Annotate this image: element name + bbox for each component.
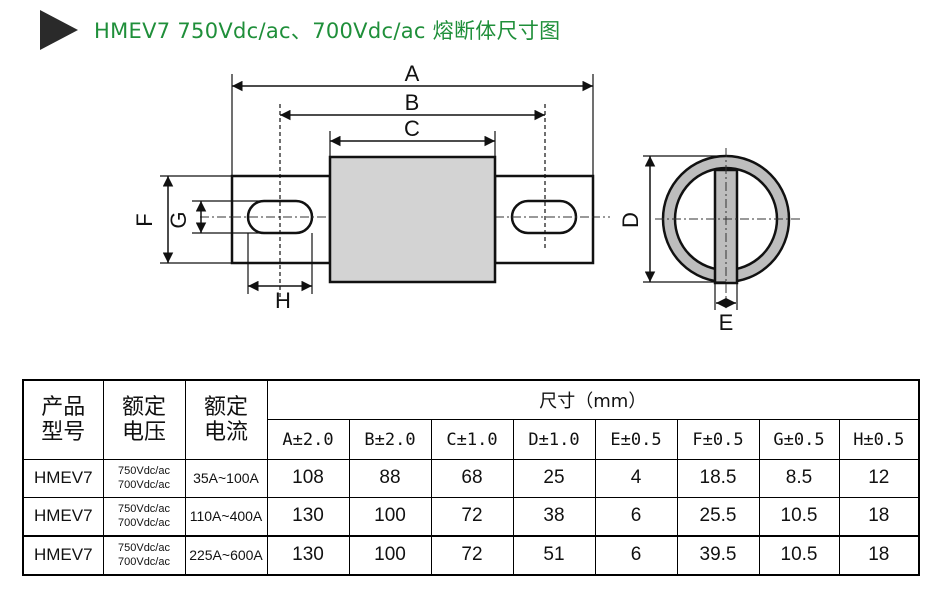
cell-value: 39.5 bbox=[676, 534, 760, 576]
header-dim-g: G±0.5 bbox=[758, 419, 840, 460]
dimension-label-g: G bbox=[166, 211, 191, 228]
cell-value: 72 bbox=[430, 496, 514, 537]
header-rated-current: 额定电流 bbox=[184, 379, 268, 460]
dimension-label-a: A bbox=[405, 61, 420, 86]
cell-value: 72 bbox=[430, 534, 514, 576]
header-size: 尺寸（mm） bbox=[266, 379, 920, 420]
dimension-label-b: B bbox=[405, 90, 420, 115]
cell-value: 6 bbox=[594, 496, 678, 537]
fuse-dimension-drawing: A B C F G H D E bbox=[132, 61, 800, 335]
header-dim-b: B±2.0 bbox=[348, 419, 432, 460]
cell-value: 18 bbox=[838, 534, 920, 576]
dimension-label-f: F bbox=[132, 213, 157, 226]
header-dim-f: F±0.5 bbox=[676, 419, 760, 460]
cell-value: 100 bbox=[348, 534, 432, 576]
dimension-label-c: C bbox=[404, 116, 420, 141]
cell-value: 10.5 bbox=[758, 534, 840, 576]
dimension-label-h: H bbox=[275, 288, 291, 313]
fuse-body bbox=[328, 155, 497, 284]
cell-value: 38 bbox=[512, 496, 596, 537]
cell-value: 88 bbox=[348, 459, 432, 498]
header-dim-c: C±1.0 bbox=[430, 419, 514, 460]
dimension-label-d: D bbox=[618, 212, 643, 228]
dimension-spec-table: 产品型号 额定电压 额定电流 尺寸（mm） A±2.0 B±2.0 C±1.0 … bbox=[22, 379, 921, 576]
cell-value: 18 bbox=[838, 496, 920, 537]
cell-current: 35A~100A bbox=[184, 459, 268, 498]
cell-value: 130 bbox=[266, 496, 350, 537]
cell-value: 4 bbox=[594, 459, 678, 498]
header-model: 产品型号 bbox=[22, 379, 104, 460]
title-row: HMEV7 750Vdc/ac、700Vdc/ac 熔断体尺寸图 bbox=[40, 8, 560, 52]
cell-value: 108 bbox=[266, 459, 350, 498]
header-dim-d: D±1.0 bbox=[512, 419, 596, 460]
cell-model: HMEV7 bbox=[22, 459, 104, 498]
triangle-bullet-icon bbox=[40, 10, 78, 50]
cell-value: 51 bbox=[512, 534, 596, 576]
cell-value: 68 bbox=[430, 459, 514, 498]
cell-value: 25 bbox=[512, 459, 596, 498]
cell-model: HMEV7 bbox=[22, 534, 104, 576]
cell-current: 110A~400A bbox=[184, 496, 268, 537]
cell-value: 130 bbox=[266, 534, 350, 576]
cell-model: HMEV7 bbox=[22, 496, 104, 537]
cell-value: 100 bbox=[348, 496, 432, 537]
cell-value: 6 bbox=[594, 534, 678, 576]
cell-value: 8.5 bbox=[758, 459, 840, 498]
cell-value: 18.5 bbox=[676, 459, 760, 498]
page-title: HMEV7 750Vdc/ac、700Vdc/ac 熔断体尺寸图 bbox=[94, 19, 561, 43]
header-dim-h: H±0.5 bbox=[838, 419, 920, 460]
header-rated-voltage: 额定电压 bbox=[102, 379, 186, 460]
cell-value: 25.5 bbox=[676, 496, 760, 537]
header-dim-e: E±0.5 bbox=[594, 419, 678, 460]
cell-current: 225A~600A bbox=[184, 534, 268, 576]
header-dim-a: A±2.0 bbox=[266, 419, 350, 460]
cell-value: 12 bbox=[838, 459, 920, 498]
cell-value: 10.5 bbox=[758, 496, 840, 537]
dimension-label-e: E bbox=[719, 310, 734, 335]
